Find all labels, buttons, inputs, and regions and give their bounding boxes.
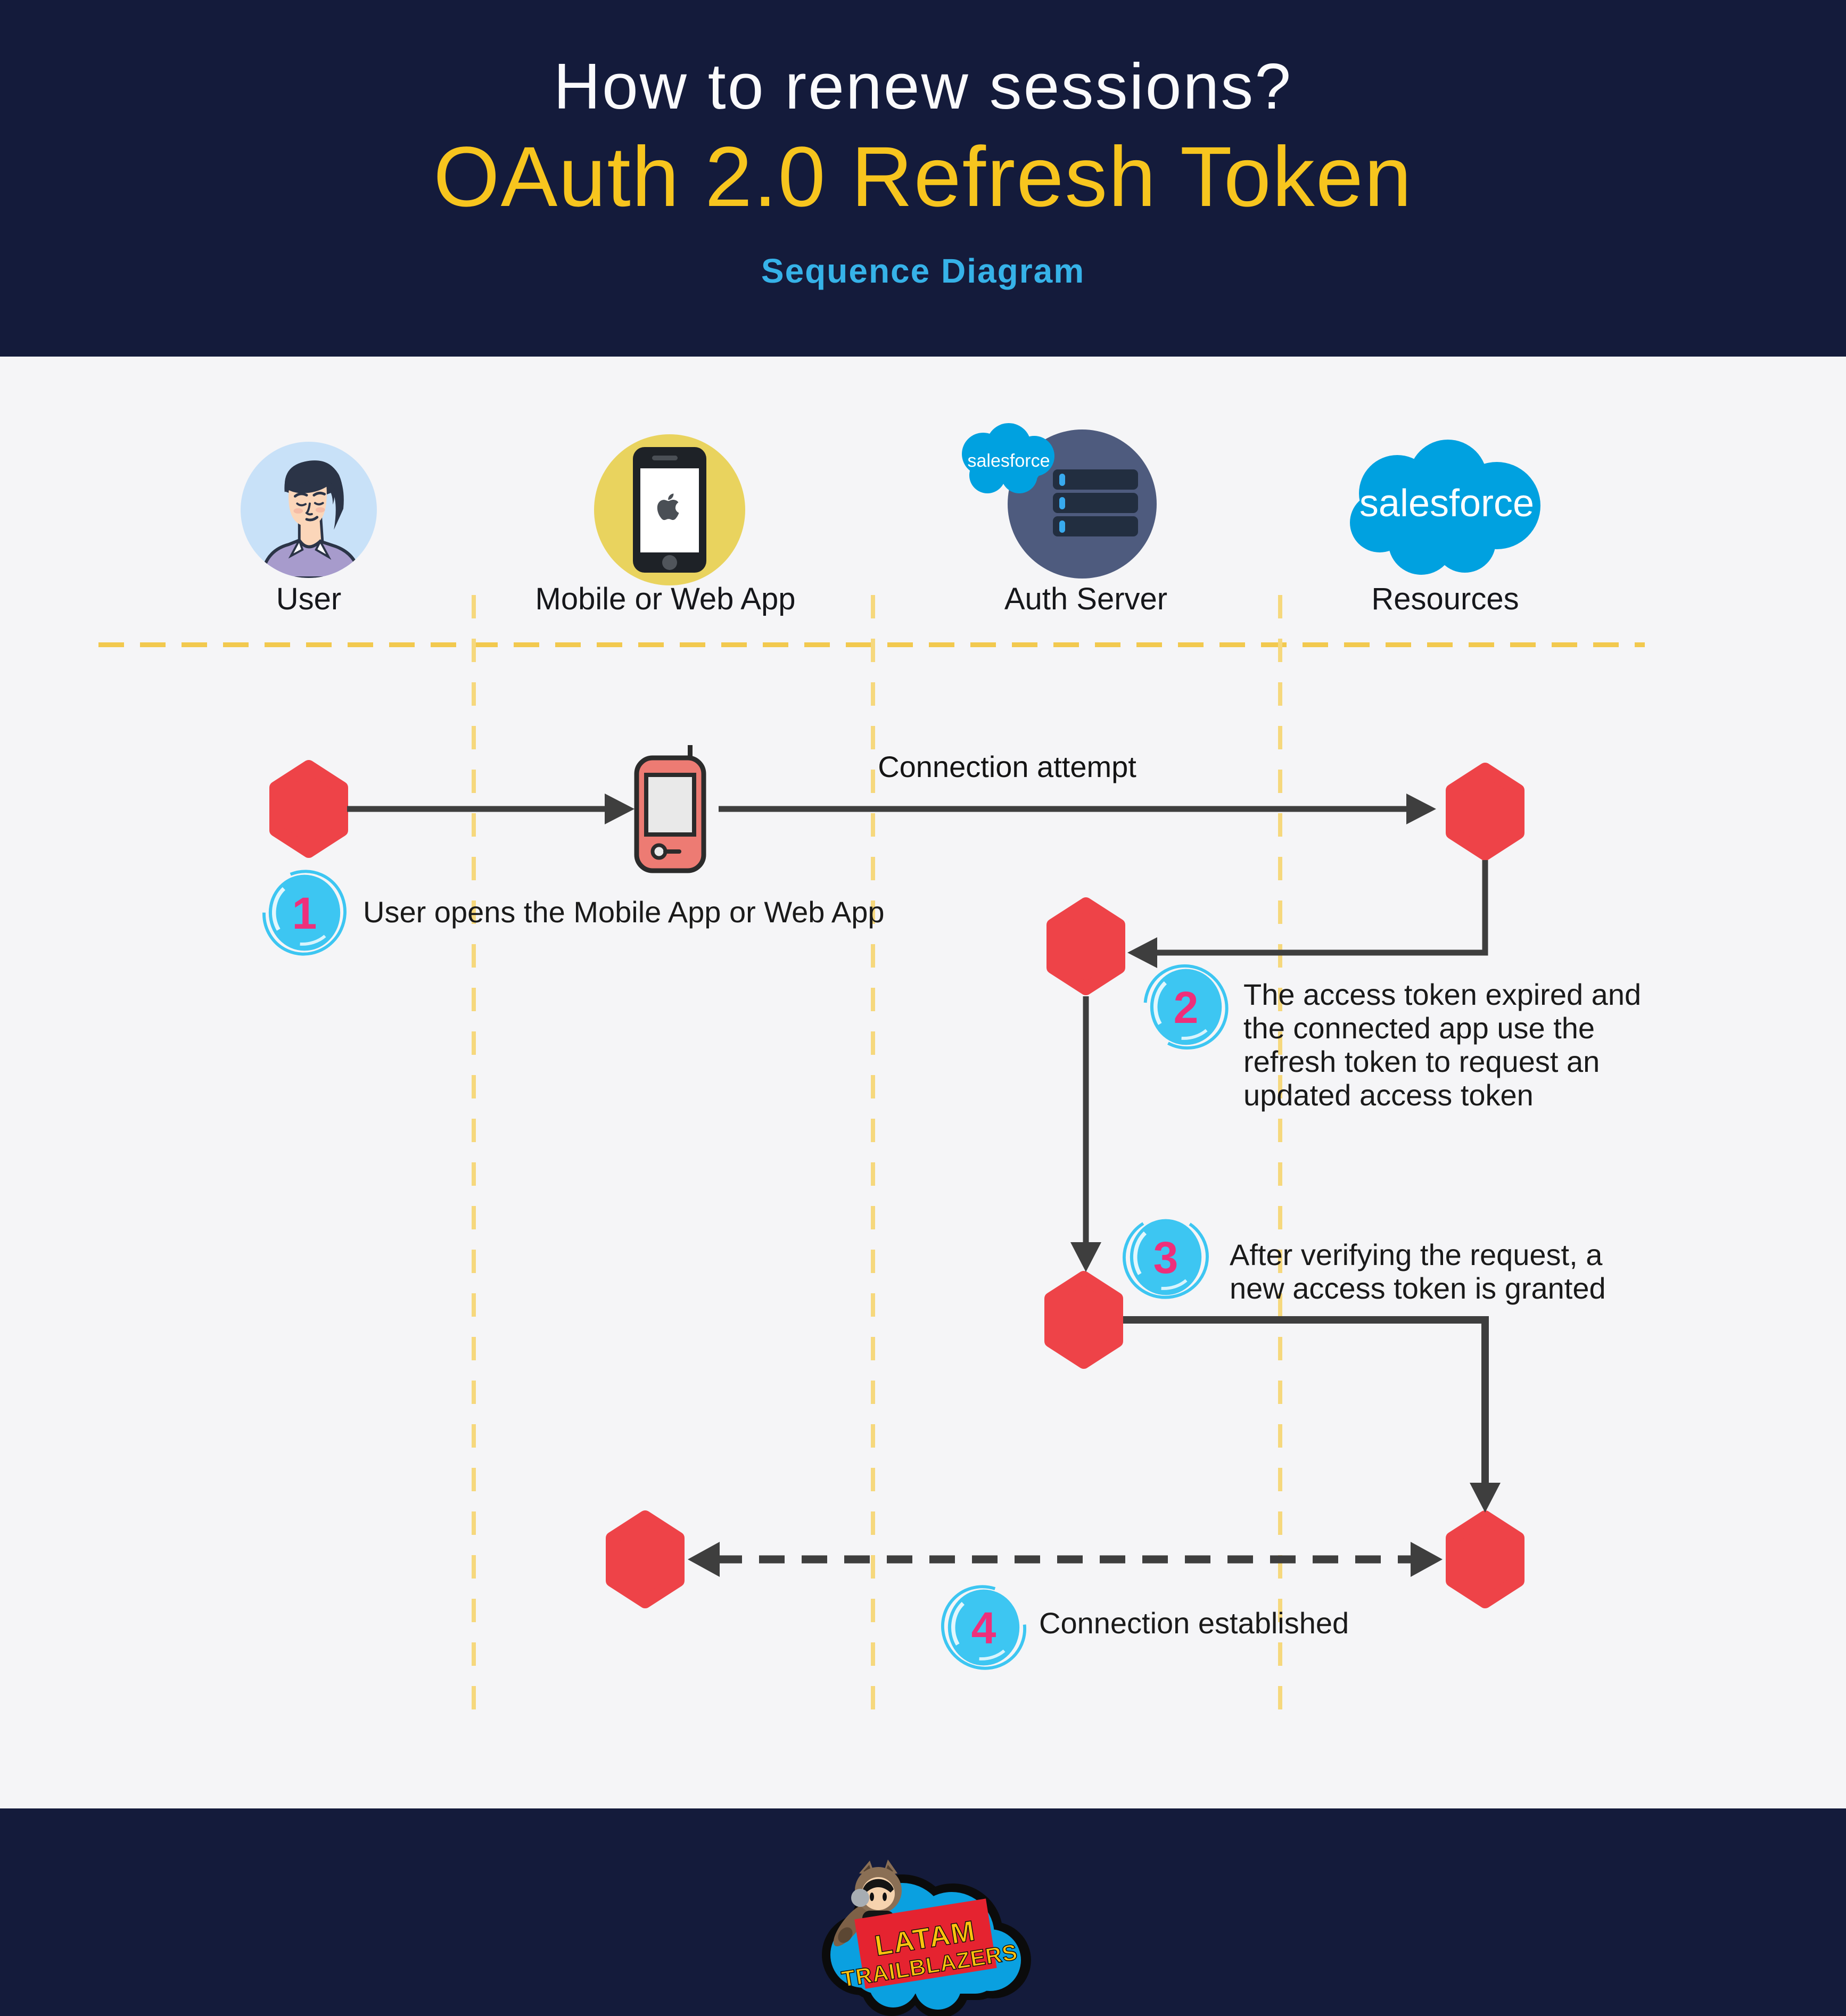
retro-phone-icon [634,745,706,873]
header-banner: How to renew sessions? OAuth 2.0 Refresh… [0,0,1846,357]
actor-label-mobile: Mobile or Web App [535,582,796,616]
arrowhead-down-5 [1470,1483,1501,1513]
hexagon-user-row4 [606,1510,685,1608]
salesforce-cloud-small-icon: salesforce [962,423,1054,493]
resources-avatar: salesforce [1347,437,1549,586]
apple-logo-icon [657,493,679,520]
step-2-line-1: The access token expired and [1243,978,1642,1011]
mascot-tail-stripe [838,1927,853,1943]
arrowhead-down-4 [1070,1242,1101,1272]
arrowhead-dashed-right [1411,1542,1443,1577]
arrowhead-dashed-left [688,1542,720,1577]
step-number-4: 4 [971,1603,996,1653]
step-2-line-4: updated access token [1243,1078,1534,1112]
lifeline-1 [472,595,476,1721]
step-number-2: 2 [1174,982,1199,1032]
step-4-line-1: Connection established [1039,1606,1349,1640]
arrowhead-right-2 [1406,794,1436,824]
user-avatar [241,442,377,578]
iphone-icon [633,447,706,573]
step-2-line-2: the connected app use the [1243,1011,1595,1045]
hexagon-auth-row3 [1044,1271,1123,1369]
token-hexagons [269,760,1524,1608]
server-icon [1053,469,1138,536]
hexagon-user-row1 [269,760,348,858]
step-text-1: User opens the Mobile App or Web App [363,895,885,929]
step-3-line-2: new access token is granted [1230,1271,1606,1305]
step-1-line-1: User opens the Mobile App or Web App [363,895,885,929]
retro-phone [628,744,712,876]
page-title: How to renew sessions? [553,50,1293,122]
latam-trailblazers-logo: LATAM TRAILBLAZERS [822,1860,1031,2016]
diagram-type-label: Sequence Diagram [761,252,1085,291]
step-number-3: 3 [1153,1233,1179,1283]
step-text-3: After verifying the request, a new acces… [1230,1238,1606,1305]
page-subtitle: OAuth 2.0 Refresh Token [433,129,1413,225]
step-badge-2: 2 [1141,962,1231,1052]
actor-label-resources: Resources [1371,582,1519,616]
step-3-line-1: After verifying the request, a [1230,1238,1603,1271]
salesforce-cloud-large-icon: salesforce [1350,440,1540,575]
message-label-connection-attempt: Connection attempt [878,750,1136,783]
step-badge-4: 4 [939,1583,1028,1672]
step-text-2: The access token expired and the connect… [1243,978,1641,1112]
step-text-4: Connection established [1039,1606,1349,1640]
logo-banner [854,1898,997,1989]
step-badge-3: 3 [1121,1212,1210,1302]
step-number-1: 1 [292,888,317,938]
actor-label-user: User [276,582,342,616]
hexagon-resources-row4 [1446,1510,1524,1608]
arrow-auth-to-resources [1123,1316,1489,1486]
lifeline-3 [1278,595,1282,1721]
actor-label-auth: Auth Server [1004,582,1168,616]
user-avatar-icon [260,460,362,578]
auth-salesforce-wordmark: salesforce [968,451,1050,471]
auth-salesforce-cloud: salesforce [955,423,1062,503]
step-2-line-3: refresh token to request an [1243,1045,1600,1078]
hexagon-resources-row1 [1446,763,1524,861]
step-badge-1: 1 [260,868,349,957]
resources-salesforce-wordmark: salesforce [1359,482,1534,525]
arrow-resources-to-auth [1150,860,1488,956]
mobile-app-avatar [594,434,745,585]
footer-banner: LATAM TRAILBLAZERS [0,1808,1846,2016]
lifeline-2 [871,595,875,1721]
hexagon-auth-row2 [1046,897,1125,995]
